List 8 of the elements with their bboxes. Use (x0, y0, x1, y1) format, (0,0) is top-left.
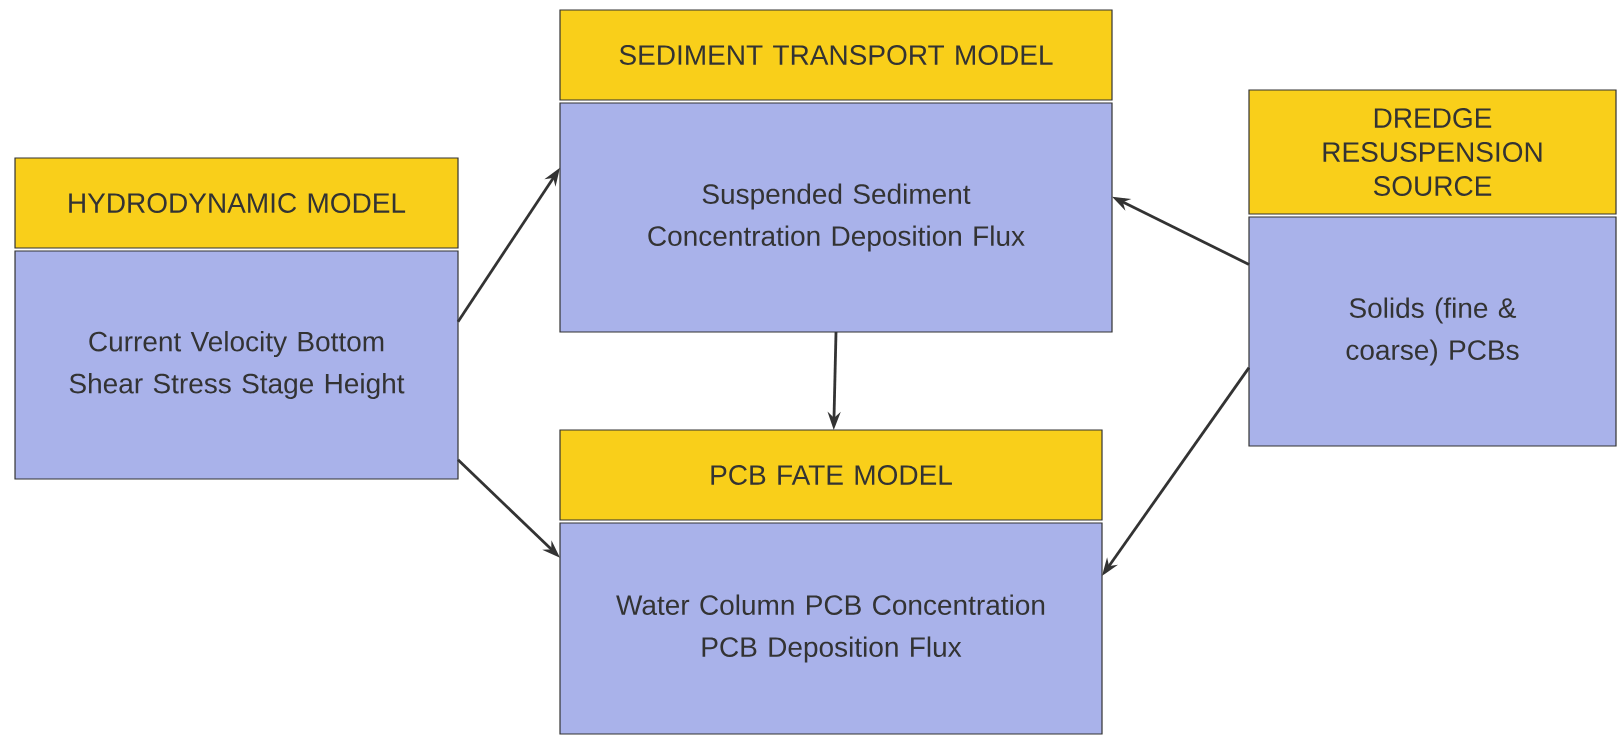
model-header: SEDIMENT TRANSPORT MODEL (559, 9, 1113, 101)
model-body: Current Velocity Bottom Shear Stress Stage Height (14, 250, 459, 480)
model-body: Water Column PCB Concentration PCB Deposition Flux (559, 522, 1103, 735)
model-body: Solids (fine & coarse) PCBs (1248, 216, 1617, 447)
model-header: PCB FATE MODEL (559, 429, 1103, 521)
model-body: Suspended Sediment Concentration Deposition Flux (559, 102, 1113, 333)
model-header: DREDGE RESUSPENSION SOURCE (1248, 89, 1617, 215)
model-header: HYDRODYNAMIC MODEL (14, 157, 459, 249)
